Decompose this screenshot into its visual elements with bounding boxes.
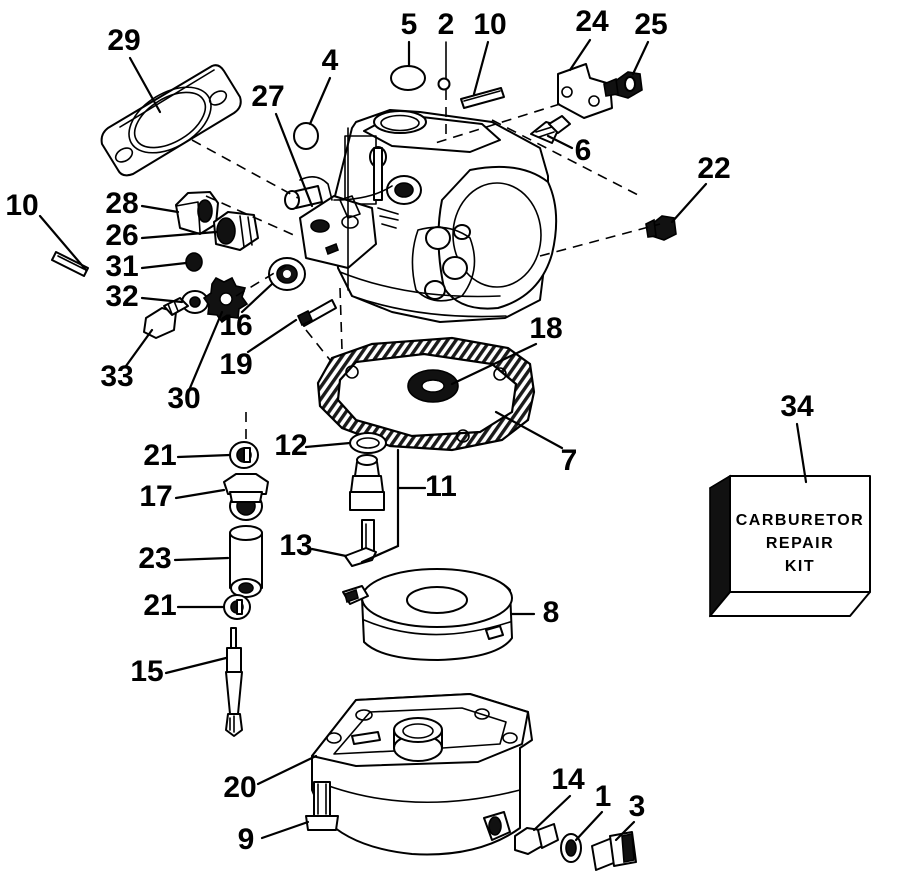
- part-float-bowl-gasket: [316, 336, 536, 452]
- kit-label-line3: KIT: [785, 558, 815, 575]
- part-flat-washer: [181, 290, 209, 314]
- callout-3: 3: [629, 790, 646, 823]
- callout-10-top: 10: [473, 8, 506, 41]
- part-spring-bushing: [213, 211, 259, 251]
- callout-4: 4: [322, 44, 339, 77]
- callout-12: 12: [274, 429, 307, 462]
- callout-labels: 29 4 27 5 2 10 24 25 6 22 28 10 26 31 32…: [5, 5, 814, 856]
- part-carburetor-repair-kit-box: [709, 474, 871, 618]
- repair-kit-box-label: CARBURETOR REPAIR KIT: [736, 512, 864, 575]
- callout-25: 25: [634, 8, 667, 41]
- callout-17: 17: [139, 480, 172, 513]
- callout-9: 9: [238, 823, 255, 856]
- part-screw-and-washer: [603, 71, 643, 99]
- callout-32: 32: [105, 280, 138, 313]
- callout-7: 7: [561, 444, 578, 477]
- callout-16: 16: [219, 309, 252, 342]
- part-o-ring: [349, 432, 387, 454]
- part-float: [342, 568, 513, 661]
- part-float-chamber-plate: [407, 369, 459, 403]
- part-hex-nut: [175, 191, 219, 235]
- kit-label-line2: REPAIR: [766, 535, 834, 552]
- part-star-washer: [202, 276, 249, 324]
- callout-22: 22: [697, 152, 730, 185]
- part-spring-plug: [514, 823, 559, 855]
- callout-1: 1: [595, 780, 612, 813]
- callout-31: 31: [105, 250, 138, 283]
- part-idle-adjust-stud: [530, 115, 571, 144]
- part-float-bowl: [311, 693, 533, 856]
- callout-8: 8: [543, 596, 560, 629]
- callout-11: 11: [425, 470, 457, 503]
- callout-23: 23: [138, 542, 171, 575]
- callout-6: 6: [575, 134, 592, 167]
- callout-18: 18: [529, 312, 562, 345]
- part-gasket-washer-upper: [229, 441, 259, 469]
- callout-2: 2: [438, 8, 455, 41]
- part-float-hinge-pin: [296, 299, 337, 327]
- callout-21-lower: 21: [143, 589, 176, 622]
- kit-label-line1: CARBURETOR: [736, 512, 864, 529]
- callout-13: 13: [279, 529, 312, 562]
- part-idle-mixture-needle: [225, 627, 243, 737]
- part-nut-and-lockwasher: [645, 215, 677, 241]
- callout-21-upper: 21: [143, 439, 176, 472]
- part-ball-plug: [437, 77, 451, 91]
- part-carburetor-body: [284, 109, 558, 323]
- callout-24: 24: [575, 5, 609, 38]
- callout-26: 26: [105, 219, 138, 252]
- part-roll-pin-left: [51, 251, 89, 277]
- part-welch-plug-small: [293, 122, 319, 150]
- part-ball-detent: [185, 252, 203, 272]
- callout-20: 20: [223, 771, 256, 804]
- callout-5: 5: [401, 8, 418, 41]
- callout-19: 19: [219, 348, 252, 381]
- callout-30: 30: [167, 382, 200, 415]
- part-inlet-needle-and-seat: [349, 454, 385, 553]
- part-needle-spring: [229, 525, 263, 598]
- part-idle-mixture-nut: [268, 257, 306, 291]
- part-welch-plug-large: [390, 65, 426, 91]
- callout-10-left: 10: [5, 189, 38, 222]
- callout-34: 34: [780, 390, 814, 423]
- part-gasket-washer-lower: [223, 594, 251, 620]
- part-mounting-flange-gasket: [100, 64, 242, 177]
- part-idle-needle-packing-nut: [223, 473, 269, 521]
- part-drain-plug: [591, 831, 637, 871]
- part-bowl-screw: [305, 781, 339, 831]
- callout-29: 29: [107, 24, 140, 57]
- callout-28: 28: [105, 187, 138, 220]
- part-throttle-cam-bracket: [557, 63, 613, 119]
- callout-14: 14: [551, 763, 585, 796]
- part-roll-pin-top: [460, 87, 505, 109]
- callout-33: 33: [100, 360, 133, 393]
- callout-15: 15: [130, 655, 163, 688]
- callout-27: 27: [251, 80, 284, 113]
- leader-lines: [38, 38, 808, 842]
